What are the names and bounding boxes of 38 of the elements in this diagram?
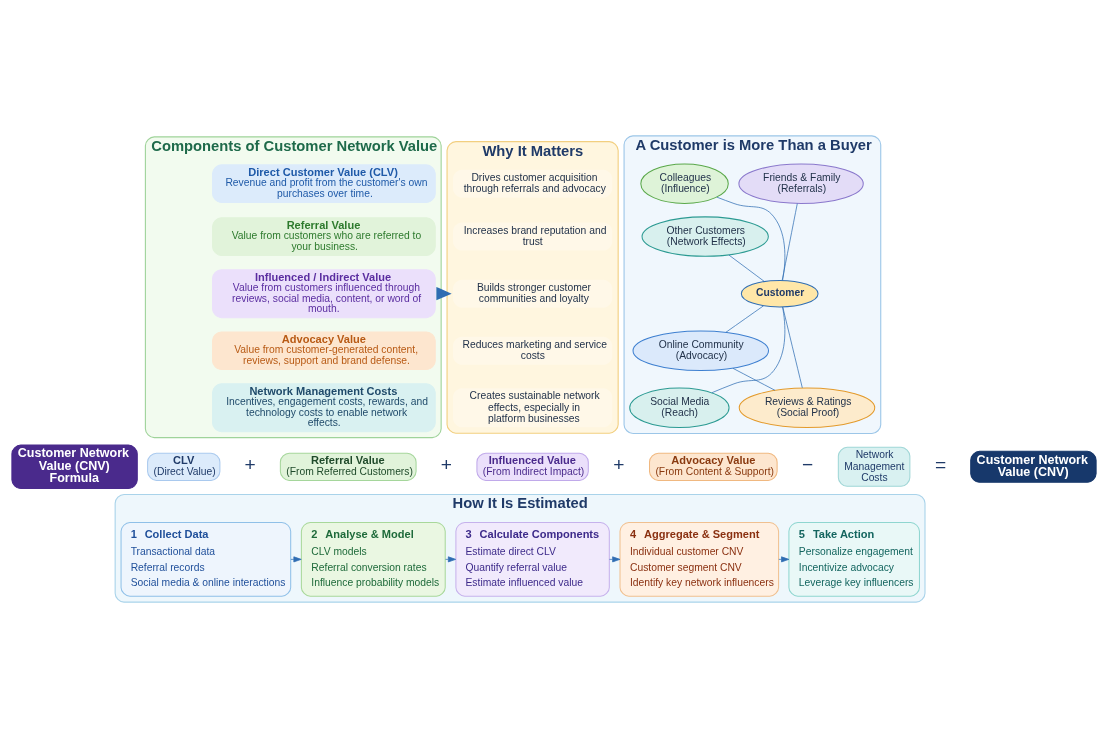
node-box: Network Management Costs [837,446,911,487]
node-ellipse: Other Customers (Network Effects) [641,215,769,257]
node-box: Advocacy Value (From Content & Support) [649,452,778,481]
node-ellipse: Online Community (Advocacy) [632,330,770,371]
node-box: Influenced Value (From Indirect Impact) [476,452,589,481]
node-box: Customer Network Value (CNV) [970,450,1097,483]
connector [711,306,786,393]
connector [732,367,776,391]
node-ellipse: Customer [740,279,819,307]
label: = [934,453,947,475]
node-box: Builds stronger customer communities and loyalty [452,279,613,308]
node-box: 3 Calculate Components Estimate direct CLV Quantify referral value Estimate influenced value [455,521,610,597]
connector [782,306,803,388]
connector [716,196,786,281]
label: − [802,453,814,475]
node-box: CLV (Direct Value) [147,452,221,481]
node-box: Advocacy Value Value from customer-generated content, reviews, support and brand defense. [212,330,436,370]
node-box: Customer Network Value (CNV) Formula [11,444,138,489]
node-ellipse: Reviews & Ratings (Social Proof) [738,387,876,428]
node-ellipse: Colleagues (Influence) [640,162,729,204]
node-box: 1 Collect Data Transactional data Referral records Social media & online interactions [120,521,292,597]
connector [725,304,764,333]
arrow [445,555,457,562]
node-ellipse: Friends & Family (Referrals) [738,162,864,204]
arrow [609,555,621,562]
node-ellipse: Social Media (Reach) [629,387,730,428]
label: + [244,453,256,475]
node-box: Referral Value (From Referred Customers) [279,452,417,481]
arrow [778,555,790,562]
connector [728,254,765,282]
label: + [613,453,625,475]
arrow [436,286,452,300]
node-box: Network Management Costs Incentives, engagement costs, rewards, and technology costs to enable network effects. [212,382,436,432]
node-box: Influenced / Indirect Value Value from customers influenced through reviews, social media, content, or word of mouth. [212,268,436,318]
node-box: 2 Analyse & Model CLV models Referral conversion rates Influence probability models [300,521,446,597]
label: + [440,453,452,475]
node-box: 5 Take Action Personalize engagement Incentivize advocacy Leverage key influencers [788,521,920,597]
arrow [290,555,302,562]
